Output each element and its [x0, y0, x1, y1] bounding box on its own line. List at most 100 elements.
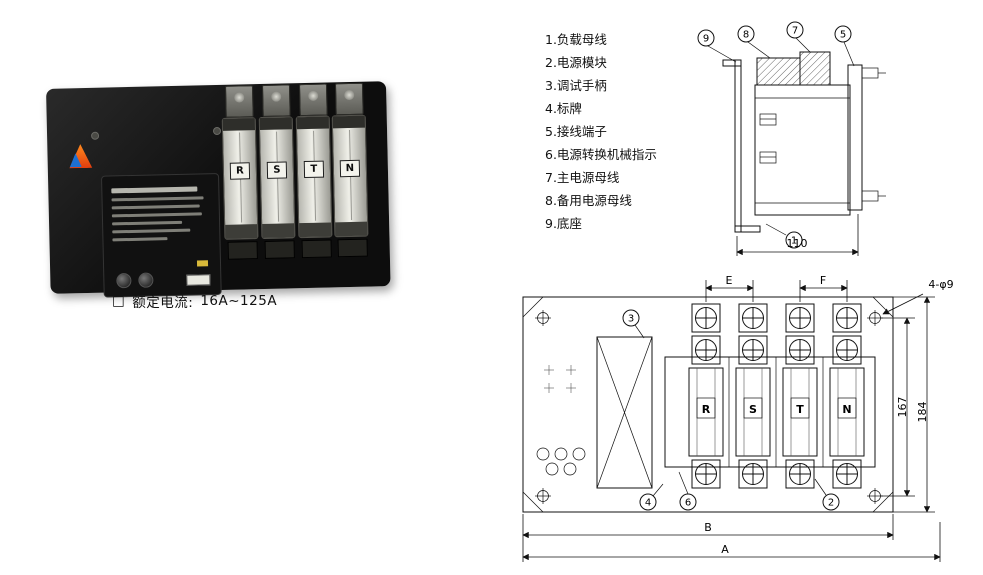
busbars-side: [756, 51, 831, 86]
svg-text:6: 6: [685, 498, 691, 509]
top-terminal: [261, 84, 291, 117]
svg-text:S: S: [749, 403, 757, 416]
top-terminal: [334, 82, 364, 116]
mounting-holes: [535, 310, 883, 504]
module-bottom-band: [262, 223, 295, 239]
top-view-drawing: R S T N: [522, 274, 954, 562]
callout-2: 2: [814, 478, 840, 511]
svg-text:4-φ9: 4-φ9: [928, 278, 953, 291]
module-top-band: [296, 116, 329, 130]
rated-current-line: □ 额定电流: 16A~125A: [112, 291, 277, 311]
module-top-band: [332, 115, 365, 129]
svg-text:8: 8: [743, 30, 749, 41]
terminals-bottom-row: [691, 459, 862, 489]
module-top-band: [222, 118, 256, 131]
bottom-terminal: [227, 241, 258, 260]
pole-label: S: [266, 161, 288, 179]
panel-tag: [186, 274, 211, 286]
pole-s: S: [735, 367, 771, 457]
parts-list-item: 8.备用电源母线: [545, 193, 632, 208]
callout-9: 9: [697, 29, 737, 63]
panel-text-line: [111, 196, 204, 202]
dimension-b: B: [522, 514, 894, 562]
svg-text:B: B: [704, 521, 712, 534]
callout-7: 7: [786, 21, 811, 53]
dimension-e: E: [705, 274, 754, 302]
svg-text:A: A: [721, 543, 729, 556]
parts-list-item: 6.电源转换机械指示: [545, 147, 657, 162]
breaker-module-n: N: [331, 114, 369, 238]
left-detail-marks: [536, 365, 586, 476]
rated-current-label: 额定电流:: [132, 295, 194, 311]
knob-icon: [138, 272, 154, 288]
brand-logo: [67, 144, 94, 169]
checkbox-square-icon: □: [112, 293, 126, 309]
panel-text-line: [112, 237, 168, 242]
svg-text:R: R: [702, 403, 711, 416]
svg-text:T: T: [796, 403, 804, 416]
device: R S T N: [39, 48, 396, 301]
dimension-110: 110: [736, 214, 859, 256]
control-panel: [100, 172, 222, 298]
parts-list-item: 4.标牌: [545, 101, 582, 116]
base-bracket: [722, 59, 761, 233]
panel-title-line: [111, 186, 198, 194]
dimension-f: F: [799, 274, 848, 302]
switch-body-side: [754, 84, 851, 216]
pole-t: T: [782, 367, 818, 457]
terminals-top-row2: [691, 335, 862, 365]
callout-8: 8: [737, 25, 771, 59]
breaker-module-s: S: [258, 116, 296, 240]
dimension-167: 167: [881, 317, 915, 497]
svg-text:2: 2: [828, 498, 834, 509]
pole-label: R: [229, 162, 251, 180]
breaker-assembly: [664, 356, 876, 468]
terminals-top-row1: [691, 303, 862, 333]
svg-text:E: E: [726, 274, 733, 287]
svg-text:N: N: [842, 403, 851, 416]
breaker-module-t: T: [295, 115, 333, 239]
top-terminal: [298, 83, 328, 117]
panel-text-line: [111, 204, 200, 210]
svg-text:5: 5: [840, 30, 846, 41]
svg-text:7: 7: [792, 26, 798, 37]
panel-switch: [196, 260, 209, 267]
parts-list-item: 1.负载母线: [545, 32, 607, 47]
holes-note: 4-φ9: [882, 278, 954, 315]
svg-text:4: 4: [645, 498, 651, 509]
product-photo: R S T N: [42, 52, 394, 298]
callout-4: 4: [639, 483, 664, 511]
bottom-terminal: [264, 240, 295, 259]
module-top-band: [259, 117, 292, 131]
pole-n: N: [829, 367, 865, 457]
screw-icon: [91, 131, 100, 140]
callout-6: 6: [678, 471, 697, 511]
parts-list-item: 3.调试手柄: [545, 78, 607, 93]
module-bottom-band: [299, 222, 332, 238]
handle-area: [596, 336, 653, 489]
top-terminal: [224, 85, 254, 118]
module-bottom-band: [225, 224, 258, 239]
svg-text:1: 1: [791, 236, 797, 247]
terminal-column: [847, 64, 886, 211]
svg-text:167: 167: [896, 397, 909, 418]
dimension-184: 184: [893, 296, 935, 513]
knob-icon: [116, 272, 132, 289]
base-plate: [522, 296, 894, 513]
pole-label: N: [339, 159, 361, 178]
bottom-terminal: [301, 239, 332, 259]
parts-list-item: 5.接线端子: [545, 124, 607, 139]
svg-text:F: F: [820, 274, 826, 287]
svg-text:110: 110: [787, 237, 808, 250]
screw-icon: [212, 126, 222, 136]
callout-5: 5: [834, 25, 855, 67]
callout-3: 3: [622, 309, 645, 339]
parts-list: 1.负载母线 2.电源模块 3.调试手柄 4.标牌 5.接线端子 6.电源转换机…: [545, 28, 657, 235]
parts-list-item: 9.底座: [545, 216, 582, 231]
rated-current-value: 16A~125A: [200, 293, 278, 309]
svg-text:184: 184: [916, 402, 929, 423]
panel-text-line: [112, 220, 183, 226]
side-view-drawing: 9 8 7 5 1 110: [697, 21, 886, 256]
breaker-module-r: R: [221, 117, 259, 240]
parts-list-item: 7.主电源母线: [545, 170, 620, 185]
